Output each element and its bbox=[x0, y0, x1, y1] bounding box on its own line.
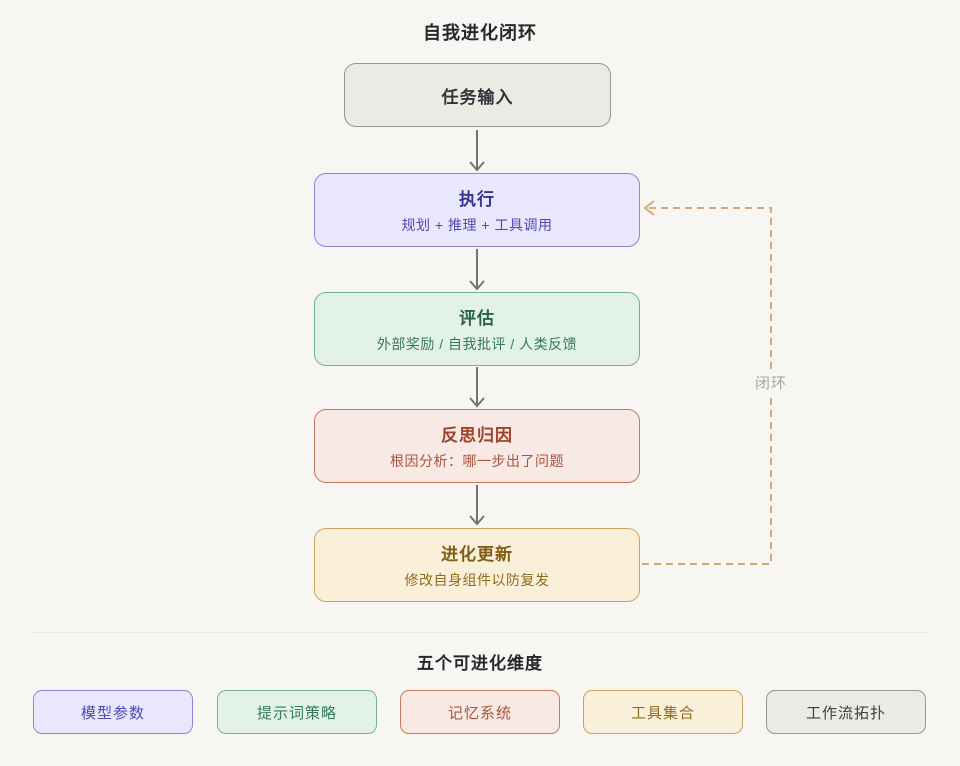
flow-node-subtitle: 规划 + 推理 + 工具调用 bbox=[401, 217, 553, 233]
flow-node-title: 执行 bbox=[459, 190, 495, 209]
dimension-memory-system: 记忆系统 bbox=[400, 690, 560, 734]
flow-node-title: 反思归因 bbox=[441, 426, 513, 445]
flow-node-title: 进化更新 bbox=[441, 545, 513, 564]
down-arrow-icon bbox=[469, 130, 485, 526]
flow-node-title: 任务输入 bbox=[441, 87, 514, 107]
flow-node-evaluate: 评估 外部奖励 / 自我批评 / 人类反馈 bbox=[314, 292, 640, 366]
flow-node-task-input: 任务输入 bbox=[344, 63, 611, 127]
flow-node-title: 评估 bbox=[459, 309, 495, 328]
section-divider bbox=[32, 632, 928, 633]
flow-node-evolve: 进化更新 修改自身组件以防复发 bbox=[314, 528, 640, 602]
loop-label: 闭环 bbox=[752, 370, 791, 395]
dimension-model-parameters: 模型参数 bbox=[33, 690, 193, 734]
diagram-title: 自我进化闭环 bbox=[423, 23, 537, 43]
dimensions-title: 五个可进化维度 bbox=[417, 654, 543, 673]
loop-arrowhead-icon bbox=[643, 200, 655, 216]
dimension-tool-collection: 工具集合 bbox=[583, 690, 743, 734]
flow-node-subtitle: 外部奖励 / 自我批评 / 人类反馈 bbox=[376, 336, 578, 352]
flow-node-subtitle: 修改自身组件以防复发 bbox=[404, 572, 550, 588]
dimension-workflow-topology: 工作流拓扑 bbox=[766, 690, 926, 734]
flow-node-subtitle: 根因分析：哪一步出了问题 bbox=[390, 453, 564, 469]
dimension-prompt-strategy: 提示词策略 bbox=[217, 690, 377, 734]
flow-node-execute: 执行 规划 + 推理 + 工具调用 bbox=[314, 173, 640, 247]
flow-node-reflect: 反思归因 根因分析：哪一步出了问题 bbox=[314, 409, 640, 483]
